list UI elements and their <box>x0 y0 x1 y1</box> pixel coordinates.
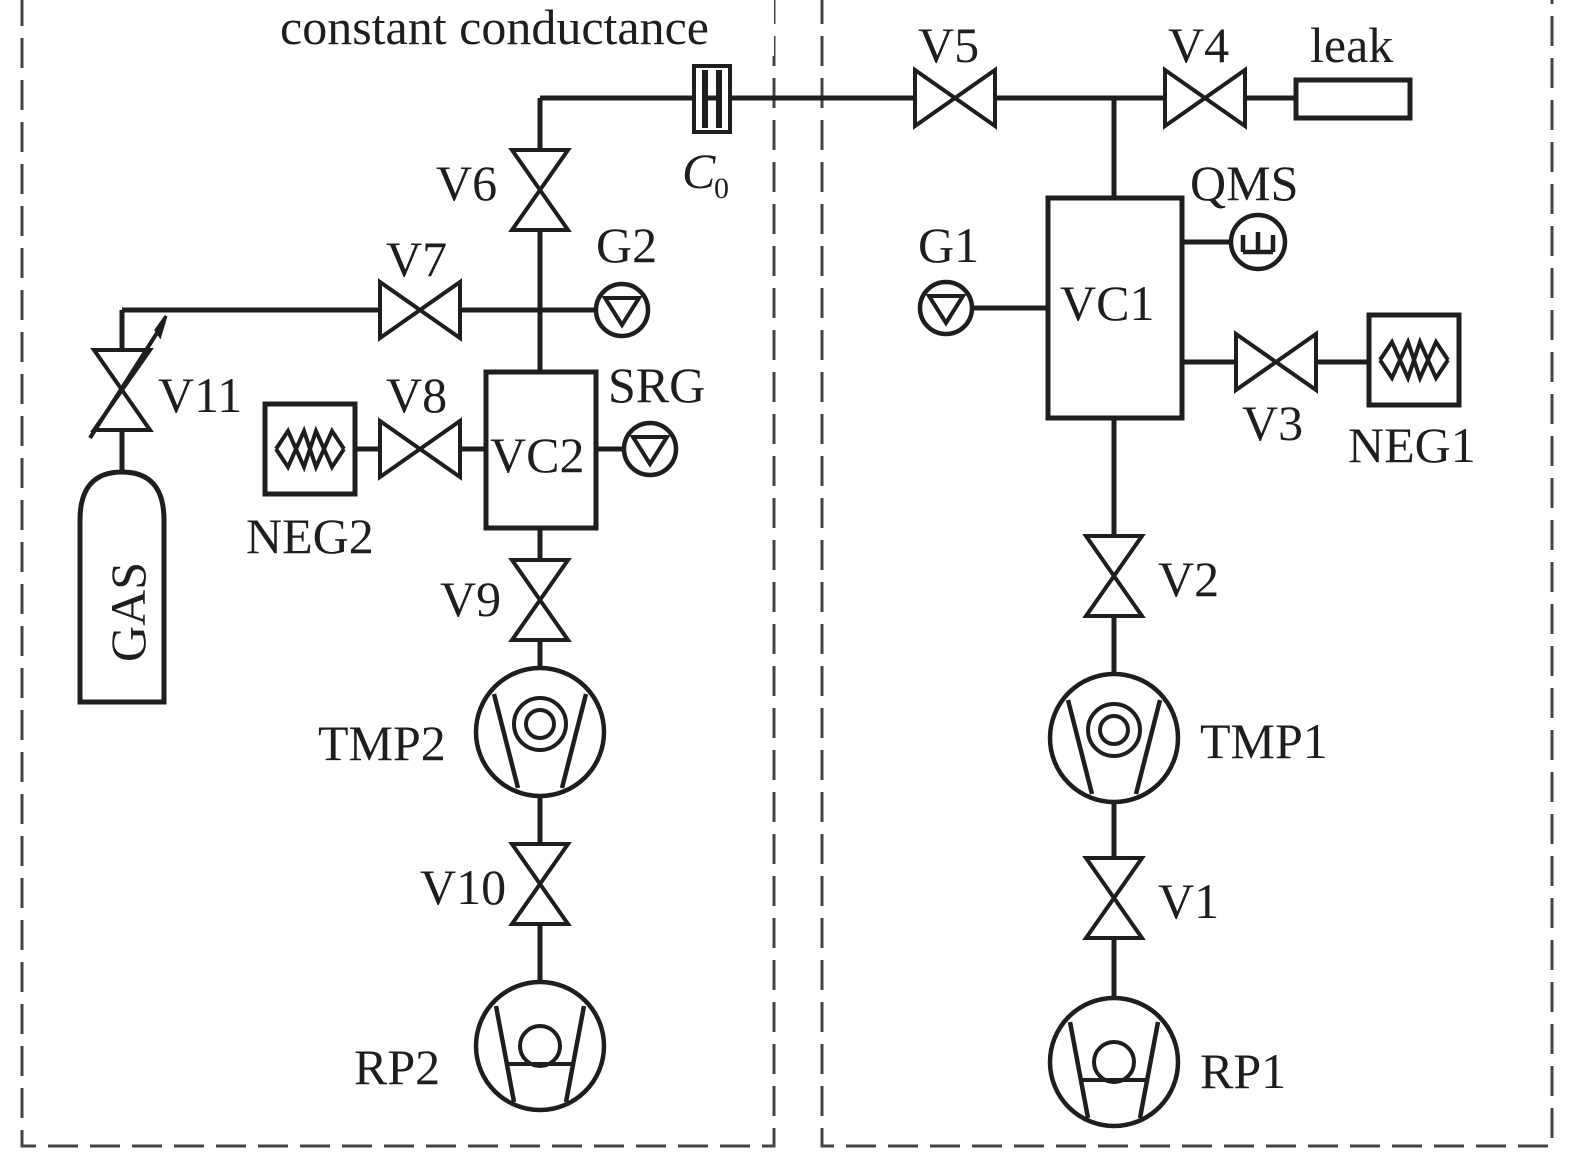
c0-label: C <box>682 143 716 199</box>
c0-subscript: 0 <box>714 172 729 205</box>
valve-v1[interactable] <box>1084 856 1144 940</box>
valve-v4[interactable] <box>1163 68 1247 128</box>
gas-label: GAS <box>100 562 156 662</box>
chamber-vc2 <box>483 369 599 531</box>
v4-label: V4 <box>1168 17 1229 73</box>
turbo-pump-tmp2 <box>476 668 604 796</box>
vc1-label: VC1 <box>1060 275 1154 331</box>
v6-label: V6 <box>436 155 497 211</box>
v3-label: V3 <box>1242 395 1303 451</box>
srg-label: SRG <box>608 357 705 413</box>
tmp1-label: TMP1 <box>1200 713 1328 769</box>
qms-label: QMS <box>1190 155 1298 211</box>
v10-label: V10 <box>420 859 506 915</box>
v1-label: V1 <box>1158 873 1219 929</box>
v2-label: V2 <box>1158 551 1219 607</box>
v8-label: V8 <box>386 367 447 423</box>
tmp2-label: TMP2 <box>318 715 446 771</box>
valve-v11[interactable] <box>88 315 168 440</box>
v9-label: V9 <box>440 571 501 627</box>
chamber-vc1 <box>1045 195 1185 421</box>
rotary-pump-rp2 <box>476 982 604 1110</box>
neg-pump-neg2 <box>265 404 355 494</box>
valve-v3[interactable] <box>1234 332 1318 392</box>
constant-conductance-label: constant conductance <box>280 0 709 55</box>
left-enclosure <box>20 0 776 1148</box>
valve-v7[interactable] <box>378 280 462 340</box>
rp1-label: RP1 <box>1200 1043 1286 1099</box>
valve-v5[interactable] <box>913 68 997 128</box>
valve-v2[interactable] <box>1084 534 1144 618</box>
g1-label: G1 <box>918 217 979 273</box>
g2-label: G2 <box>596 217 657 273</box>
v5-label: V5 <box>918 17 979 73</box>
v7-label: V7 <box>386 231 447 287</box>
v11-label: V11 <box>158 367 242 423</box>
valve-v10[interactable] <box>510 842 570 926</box>
gauge-g2 <box>596 284 648 336</box>
right-enclosure <box>820 0 1554 1148</box>
rotary-pump-rp1 <box>1050 998 1178 1126</box>
qms-icon <box>1228 212 1288 272</box>
gauge-srg <box>624 423 676 475</box>
gas-cylinder: GAS <box>77 469 167 705</box>
neg2-label: NEG2 <box>246 508 374 564</box>
leak-element <box>1293 77 1413 121</box>
valve-v8[interactable] <box>378 419 462 479</box>
leak-label: leak <box>1310 17 1393 73</box>
vc2-label: VC2 <box>490 427 584 483</box>
valve-v9[interactable] <box>510 558 570 642</box>
neg-pump-neg1 <box>1369 315 1459 405</box>
conductance-c0 <box>692 64 732 134</box>
turbo-pump-tmp1 <box>1050 674 1178 802</box>
valve-v6[interactable] <box>510 148 570 232</box>
rp2-label: RP2 <box>354 1039 440 1095</box>
gauge-g1 <box>920 282 972 334</box>
neg1-label: NEG1 <box>1348 417 1476 473</box>
